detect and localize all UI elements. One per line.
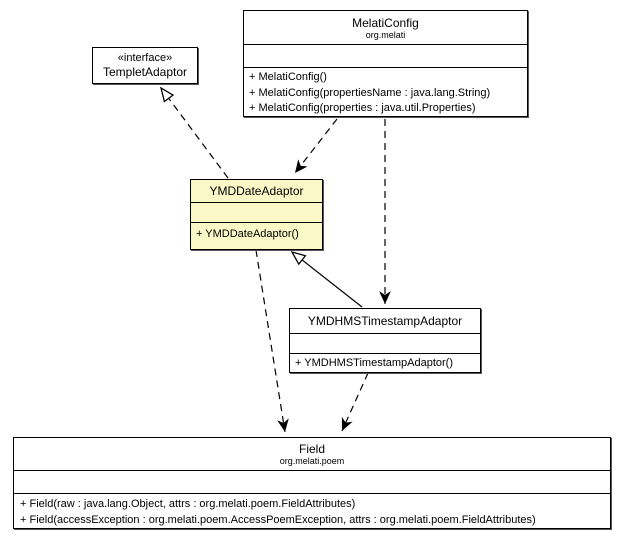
melaticonfig-methods-compartment: + MelatiConfig() + MelatiConfig(properti… bbox=[244, 67, 527, 115]
ymdhmstimestampadaptor-title-compartment: YMDHMSTimestampAdaptor bbox=[290, 309, 480, 333]
templetadaptor-class-name: TempletAdaptor bbox=[102, 65, 188, 79]
method-signature: + Field(raw : java.lang.Object, attrs : … bbox=[20, 498, 356, 510]
templetadaptor-stereotype: «interface» bbox=[117, 52, 173, 64]
field-attributes-compartment bbox=[14, 470, 610, 493]
method-signature: + MelatiConfig() bbox=[249, 71, 327, 83]
class-box-ymdhmstimestampadaptor[interactable]: YMDHMSTimestampAdaptor + YMDHMSTimestamp… bbox=[289, 308, 481, 373]
field-package: org.melati.poem bbox=[279, 456, 345, 466]
ymdhmstimestampadaptor-class-name: YMDHMSTimestampAdaptor bbox=[307, 314, 463, 328]
field-methods-compartment: + Field(raw : java.lang.Object, attrs : … bbox=[14, 493, 610, 527]
melaticonfig-class-name: MelatiConfig bbox=[352, 15, 419, 30]
edge-ymdhmstimestampadaptor-to-field bbox=[341, 372, 369, 432]
class-box-field[interactable]: Field org.melati.poem + Field(raw : java… bbox=[13, 437, 611, 529]
method-signature: + YMDHMSTimestampAdaptor() bbox=[295, 357, 454, 369]
ymddateadaptor-title-compartment: YMDDateAdaptor bbox=[191, 180, 322, 202]
ymdhmstimestampadaptor-methods-compartment: + YMDHMSTimestampAdaptor() bbox=[290, 353, 480, 371]
edge-ymddateadaptor-to-field bbox=[255, 249, 289, 433]
melaticonfig-attributes-compartment bbox=[244, 44, 527, 67]
templetadaptor-title-compartment: «interface» TempletAdaptor bbox=[93, 48, 197, 83]
method-signature: + Field(accessException : org.melati.poe… bbox=[20, 514, 536, 526]
melaticonfig-title-compartment: MelatiConfig org.melati bbox=[244, 11, 527, 44]
ymddateadaptor-methods-compartment: + YMDDateAdaptor() bbox=[191, 222, 322, 248]
field-class-name: Field bbox=[298, 442, 325, 456]
method-signature: + MelatiConfig(propertiesName : java.lan… bbox=[249, 86, 491, 99]
method-signature: + YMDDateAdaptor() bbox=[196, 228, 299, 240]
field-title-compartment: Field org.melati.poem bbox=[14, 438, 610, 470]
ymddateadaptor-class-name: YMDDateAdaptor bbox=[209, 184, 304, 198]
class-box-templetadaptor[interactable]: «interface» TempletAdaptor bbox=[92, 47, 198, 84]
class-box-melaticonfig[interactable]: MelatiConfig org.melati + MelatiConfig()… bbox=[243, 10, 528, 117]
class-box-ymddateadaptor[interactable]: YMDDateAdaptor + YMDDateAdaptor() bbox=[190, 179, 323, 250]
edge-ymdhmstimestampadaptor-to-ymddateadaptor bbox=[292, 252, 363, 308]
ymddateadaptor-attributes-compartment bbox=[191, 202, 322, 222]
ymdhmstimestampadaptor-attributes-compartment bbox=[290, 333, 480, 353]
edge-melaticonfig-to-ymddateadaptor bbox=[294, 118, 338, 174]
edge-ymddateadaptor-to-templetadaptor bbox=[161, 88, 229, 179]
method-signature: + MelatiConfig(properties : java.util.Pr… bbox=[249, 102, 476, 114]
melaticonfig-package: org.melati bbox=[365, 29, 406, 40]
